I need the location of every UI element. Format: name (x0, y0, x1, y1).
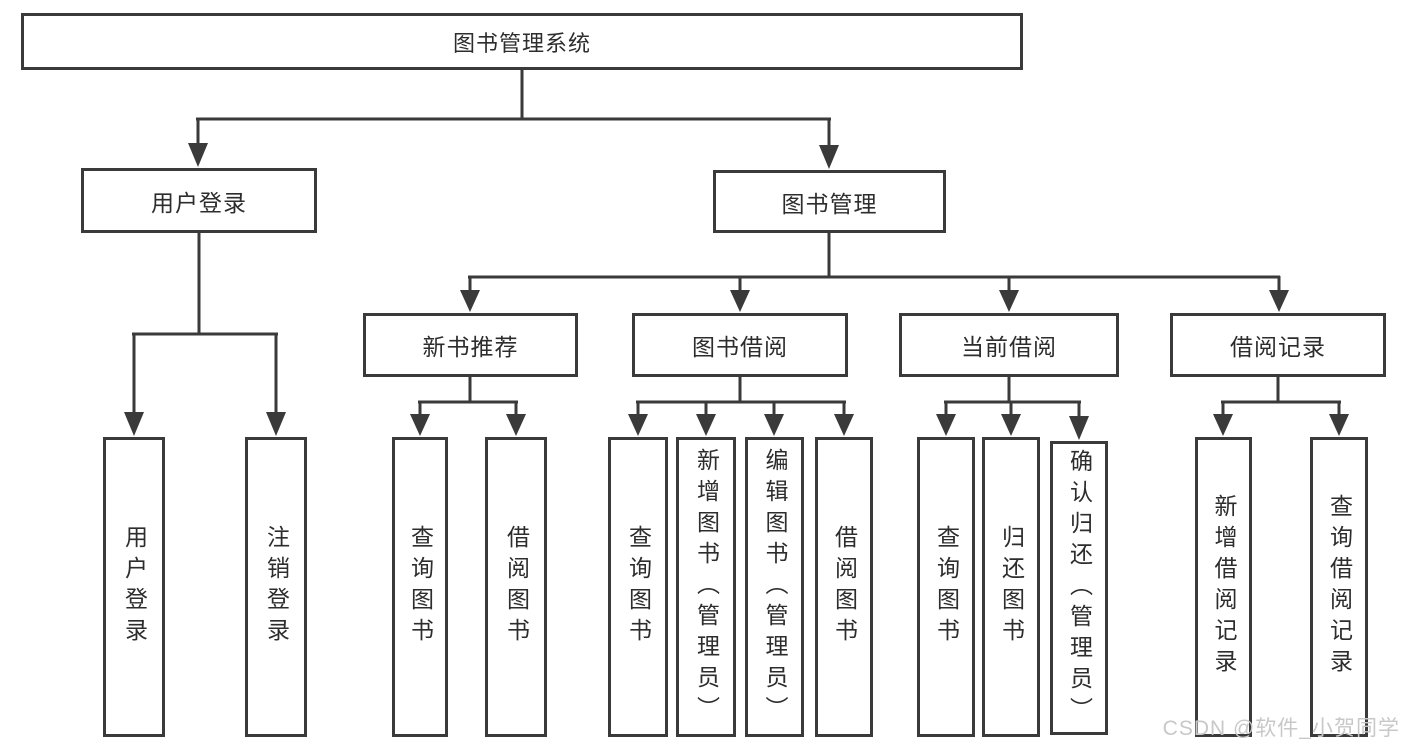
node-label: 查询借阅记录 (1326, 494, 1353, 680)
leaf-query-books-current: 查询图书 (917, 437, 975, 737)
node-label: 借阅图书 (831, 525, 858, 649)
connector-root-to-level2 (188, 69, 839, 169)
leaf-borrow-books-recommend: 借阅图书 (485, 437, 547, 737)
node-label: 新书推荐 (422, 334, 519, 360)
leaf-query-books-recommend: 查询图书 (392, 437, 448, 737)
leaf-add-books-admin: 新增图书（管理员） (676, 437, 736, 737)
node-book-borrowing: 图书借阅 (632, 313, 848, 377)
leaf-confirm-return-admin: 确认归还（管理员） (1050, 441, 1108, 735)
node-label: 归还图书 (998, 525, 1025, 649)
connector-user-login-children (124, 233, 286, 436)
leaf-borrow-books: 借阅图书 (815, 437, 873, 737)
node-current-borrowing: 当前借阅 (899, 313, 1119, 377)
connector-new-book-children (410, 377, 526, 436)
node-label: 查询图书 (407, 525, 434, 649)
node-label: 用户登录 (151, 189, 247, 216)
connector-current-borrow-children (936, 377, 1089, 440)
node-label: 查询图书 (933, 525, 960, 649)
node-label: 注销登录 (263, 525, 290, 649)
node-label: 图书借阅 (692, 334, 788, 360)
node-label: 借阅记录 (1230, 334, 1326, 360)
watermark: CSDN @软件_小贺同学 (1162, 717, 1400, 740)
leaf-return-books: 归还图书 (982, 437, 1040, 737)
node-borrowing-records: 借阅记录 (1170, 313, 1386, 377)
node-label: 借阅图书 (503, 525, 530, 649)
node-new-book-recommend: 新书推荐 (363, 313, 578, 377)
node-label: 图书管理 (781, 190, 878, 217)
node-root: 图书管理系统 (21, 13, 1023, 70)
leaf-add-borrow-record: 新增借阅记录 (1195, 437, 1252, 737)
node-user-login: 用户登录 (81, 168, 317, 233)
leaf-query-borrow-record: 查询借阅记录 (1310, 437, 1368, 737)
node-label: 用户登录 (121, 525, 148, 649)
leaf-user-login: 用户登录 (103, 437, 165, 737)
node-label: 新增借阅记录 (1211, 494, 1237, 680)
leaf-logout: 注销登录 (245, 437, 307, 737)
node-book-management: 图书管理 (713, 170, 946, 233)
node-label: 查询图书 (625, 525, 652, 649)
connector-book-borrow-children (628, 377, 854, 436)
node-label: 确认归还（管理员） (1066, 448, 1093, 728)
connector-borrow-record-children (1213, 377, 1349, 436)
leaf-query-books-borrowing: 查询图书 (608, 437, 668, 737)
node-label: 图书管理系统 (452, 30, 591, 56)
node-label: 新增图书（管理员） (693, 447, 720, 727)
connector-book-mgmt-to-level3 (460, 233, 1289, 312)
leaf-edit-books-admin: 编辑图书（管理员） (745, 437, 804, 737)
node-label: 编辑图书（管理员） (762, 447, 788, 727)
node-label: 当前借阅 (961, 334, 1057, 360)
